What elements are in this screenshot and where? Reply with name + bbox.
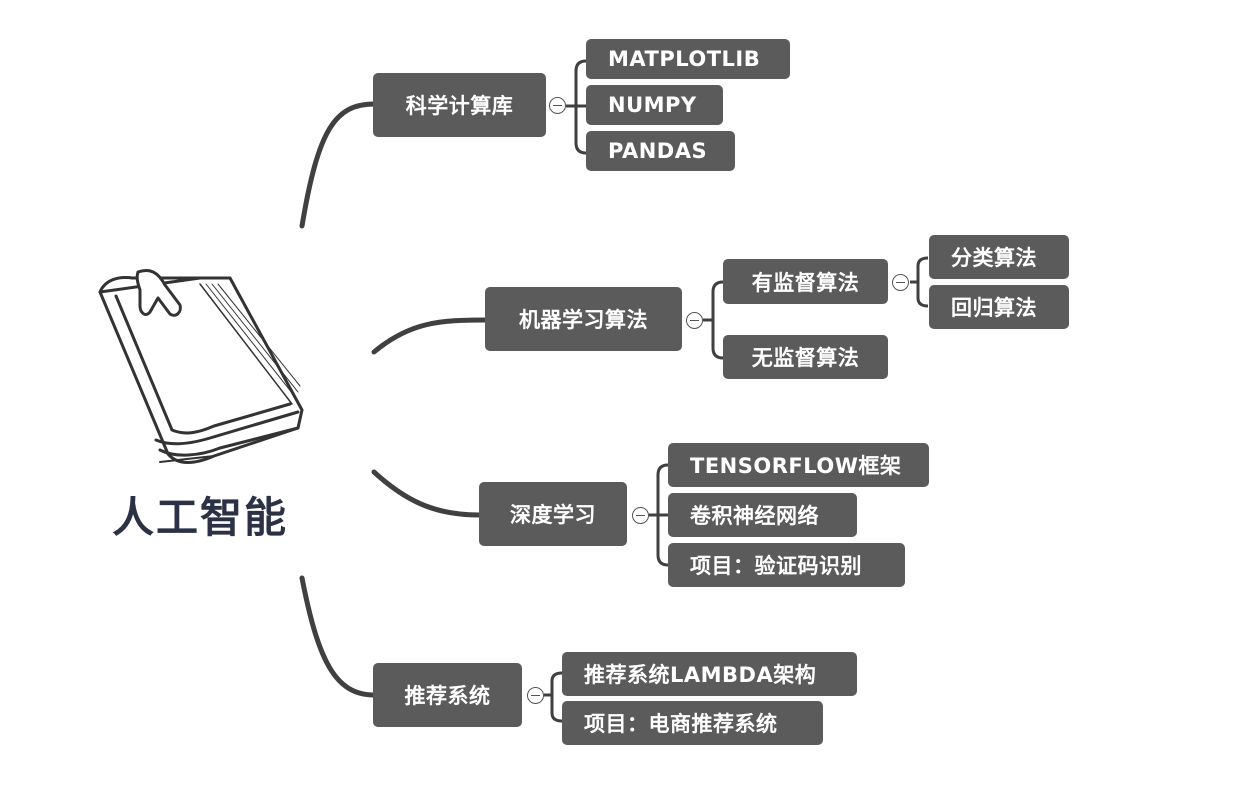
leaf-cnn[interactable]: 卷积神经网络	[668, 493, 857, 537]
branch-line-ml	[371, 317, 489, 355]
bracket-scientific	[566, 59, 587, 155]
bracket-rec	[544, 671, 563, 723]
leaf-numpy[interactable]: NUMPY	[586, 85, 723, 125]
node-scientific-computing[interactable]: 科学计算库	[373, 73, 546, 137]
leaf-regression[interactable]: 回归算法	[929, 285, 1069, 329]
leaf-pandas[interactable]: PANDAS	[586, 131, 735, 171]
branch-line-rec	[299, 575, 377, 698]
leaf-captcha-project[interactable]: 项目：验证码识别	[668, 543, 905, 587]
bracket-ml	[703, 280, 724, 360]
collapse-toggle-icon[interactable]	[527, 687, 544, 704]
branch-line-scientific	[299, 101, 377, 229]
collapse-toggle-icon[interactable]	[549, 97, 566, 114]
node-unsupervised[interactable]: 无监督算法	[723, 335, 888, 379]
node-machine-learning[interactable]: 机器学习算法	[485, 287, 682, 351]
leaf-matplotlib[interactable]: MATPLOTLIB	[586, 39, 790, 79]
collapse-toggle-icon[interactable]	[632, 507, 649, 524]
collapse-toggle-icon[interactable]	[686, 312, 703, 329]
book-icon	[98, 269, 304, 464]
branch-line-dl	[371, 469, 483, 518]
leaf-tensorflow[interactable]: TENSORFLOW框架	[668, 443, 929, 487]
leaf-classification[interactable]: 分类算法	[929, 235, 1069, 279]
leaf-lambda-architecture[interactable]: 推荐系统LAMBDA架构	[562, 652, 857, 696]
leaf-ecommerce-project[interactable]: 项目：电商推荐系统	[562, 701, 823, 745]
node-recommender[interactable]: 推荐系统	[373, 663, 522, 727]
collapse-toggle-icon[interactable]	[892, 274, 909, 291]
node-supervised[interactable]: 有监督算法	[723, 259, 888, 304]
root-title: 人工智能	[112, 493, 289, 542]
bracket-dl	[649, 463, 669, 567]
node-deep-learning[interactable]: 深度学习	[479, 482, 627, 546]
bracket-supervised	[910, 256, 929, 308]
